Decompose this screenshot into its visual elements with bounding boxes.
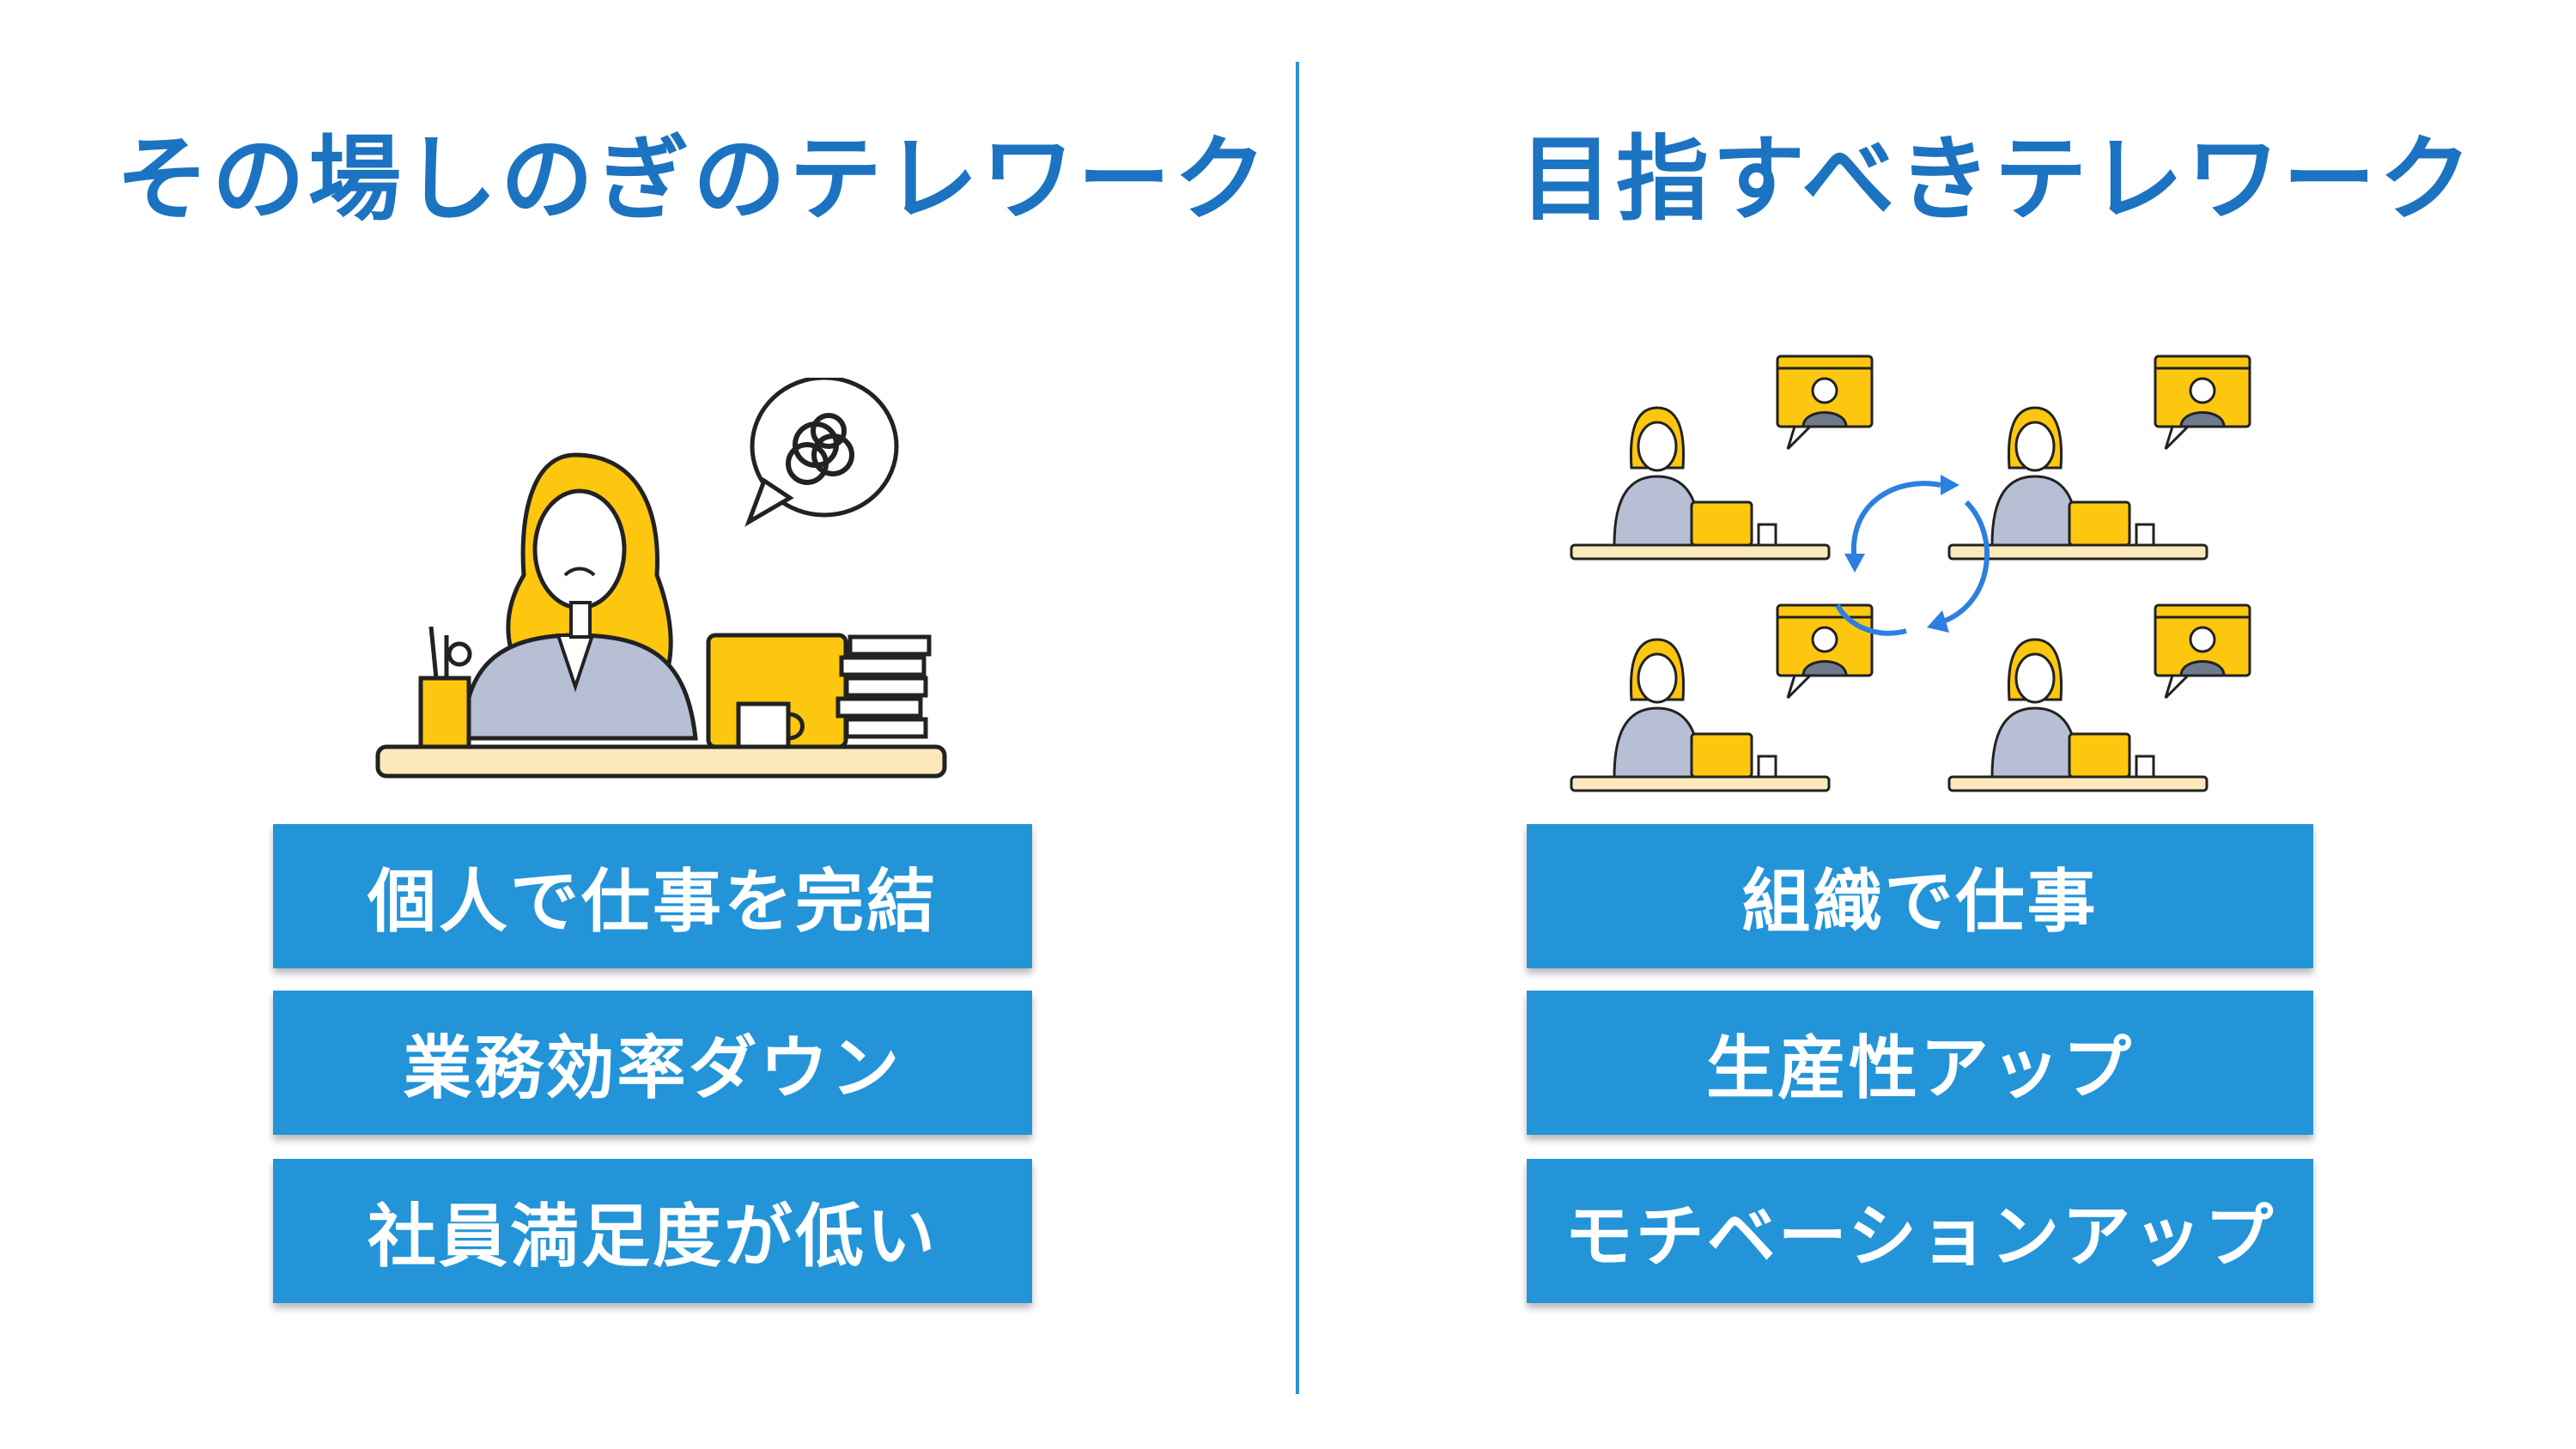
left-heading: その場しのぎのテレワーク: [116, 126, 1271, 233]
right-heading: 目指すべきテレワーク: [1520, 126, 2476, 233]
column-divider: [1296, 62, 1299, 1394]
cycle-arrows-icon: [1835, 481, 1990, 636]
thought-bubble-icon: [744, 378, 899, 527]
left-point-3: 社員満足度が低い: [273, 1159, 1032, 1303]
stressed-woman-illustration: [375, 378, 947, 779]
right-point-3: モチベーションアップ: [1527, 1159, 2313, 1303]
left-point-2: 業務効率ダウン: [273, 991, 1032, 1135]
left-point-1: 個人で仕事を完結: [273, 824, 1032, 968]
right-point-2: 生産性アップ: [1527, 991, 2313, 1135]
team-collaboration-illustration: [1570, 355, 2251, 792]
right-point-1: 組織で仕事: [1527, 824, 2313, 968]
